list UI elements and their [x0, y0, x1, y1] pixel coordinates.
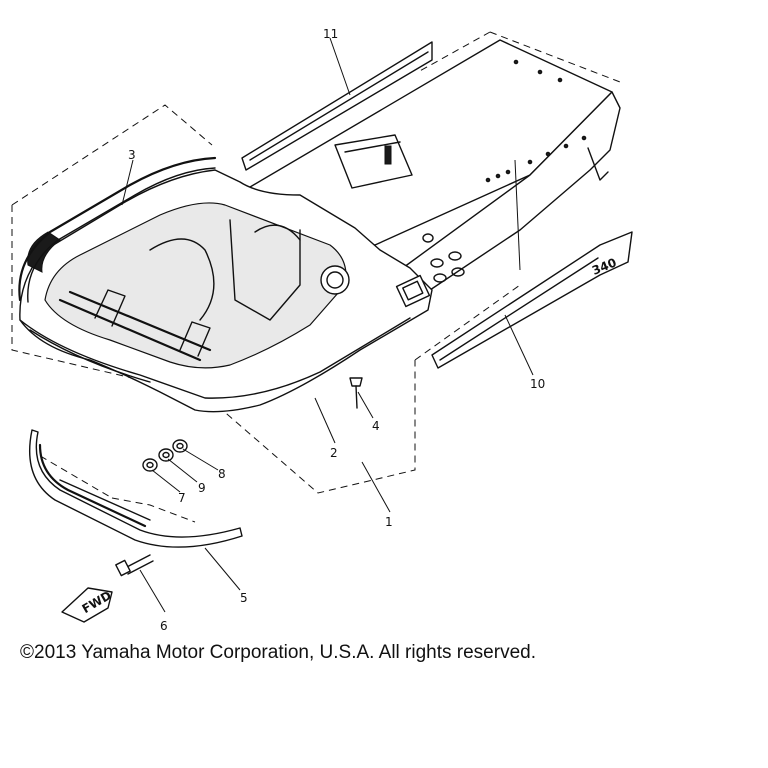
callout-8: 8 [218, 467, 226, 481]
copyright-notice: ©2013 Yamaha Motor Corporation, U.S.A. A… [20, 642, 536, 663]
tunnel-side-holes [422, 59, 587, 283]
callout-9: 9 [198, 481, 206, 495]
part-11-side-strip [241, 41, 433, 171]
callout-3: 3 [128, 148, 136, 162]
callout-10: 10 [530, 377, 545, 391]
callout-5: 5 [240, 591, 248, 605]
forward-arrow-icon: FWD [61, 587, 114, 623]
part-5-front-bumper [29, 429, 243, 548]
callout-numbers: 1 2 3 4 5 6 7 8 9 10 11 [128, 27, 545, 633]
callout-2: 2 [330, 446, 338, 460]
part-10-decal-strip: 340 [431, 231, 633, 369]
part-4-pin [349, 377, 363, 409]
callout-7: 7 [178, 491, 186, 505]
callout-11: 11 [323, 27, 338, 41]
exploded-parts-diagram: 340 FWD [11, 27, 633, 633]
callout-4: 4 [372, 419, 380, 433]
leader-lines [121, 37, 534, 613]
part-6-bolt [115, 554, 154, 577]
assembly-dashed-outline [11, 31, 621, 523]
part-3-trim-strip [18, 156, 217, 303]
washers-and-nuts [142, 439, 188, 472]
frame-body [19, 39, 621, 413]
callout-1: 1 [385, 515, 393, 529]
callout-6: 6 [160, 619, 168, 633]
